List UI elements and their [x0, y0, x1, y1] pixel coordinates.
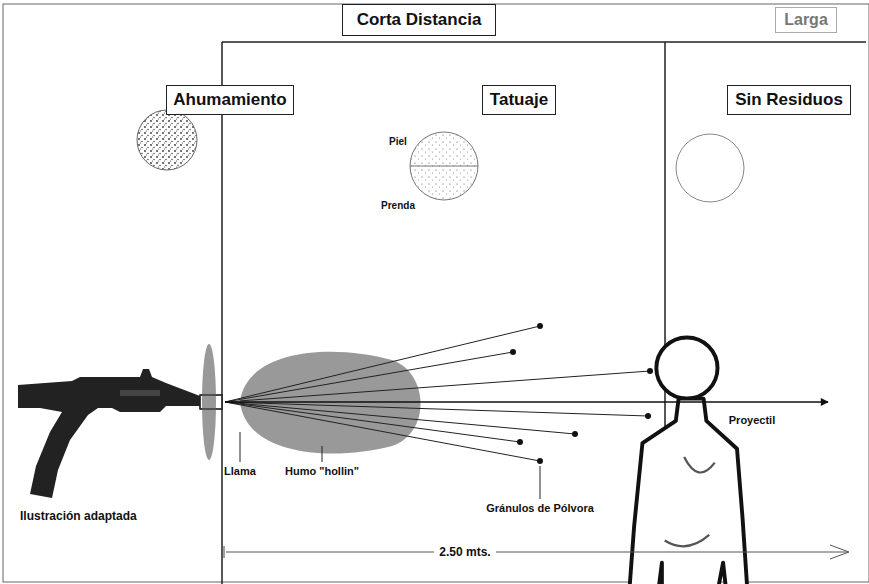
range-heading: Corta Distancia: [342, 4, 497, 36]
powder-trajectories: [225, 326, 650, 461]
part-label: Proyectil: [729, 414, 775, 426]
rifle: [18, 369, 200, 498]
effect-box: Sin Residuos: [727, 85, 851, 115]
dimension-label: 2.50 mts.: [434, 545, 495, 559]
flame: [202, 344, 216, 460]
clean-sample: [676, 134, 744, 202]
credit-note: Ilustración adaptada: [20, 509, 137, 523]
region-border: [222, 42, 866, 584]
layer-label: Prenda: [381, 200, 415, 211]
part-label: Gránulos de Pólvora: [486, 502, 594, 514]
heading-text: Sin Residuos: [735, 90, 843, 110]
dimension-tick: [224, 546, 225, 558]
part-label: Humo "hollin": [285, 465, 359, 477]
heading-text: Ahumamiento: [173, 90, 286, 110]
rifle-detail: [120, 390, 160, 396]
dimension-arrowhead: [830, 545, 849, 559]
skin-cloth-divider: [410, 166, 478, 167]
heading-text: Larga: [784, 11, 828, 29]
projectile-path: [225, 401, 828, 403]
effect-box: Ahumamiento: [166, 85, 293, 115]
tattoo-sample: [410, 132, 478, 200]
heading-text: Corta Distancia: [357, 10, 482, 30]
layer-label: Piel: [389, 136, 407, 147]
leader-lines: [240, 432, 540, 499]
human-figure: [626, 337, 759, 584]
dimension-line: [226, 552, 848, 553]
heading-text: Tatuaje: [490, 90, 548, 110]
part-label: Llama: [224, 465, 256, 477]
smudge-sample: [137, 110, 197, 170]
muzzle-outline: [200, 395, 222, 409]
range-heading: Larga: [775, 7, 837, 33]
powder-granules: [510, 323, 653, 464]
effect-box: Tatuaje: [482, 85, 556, 115]
